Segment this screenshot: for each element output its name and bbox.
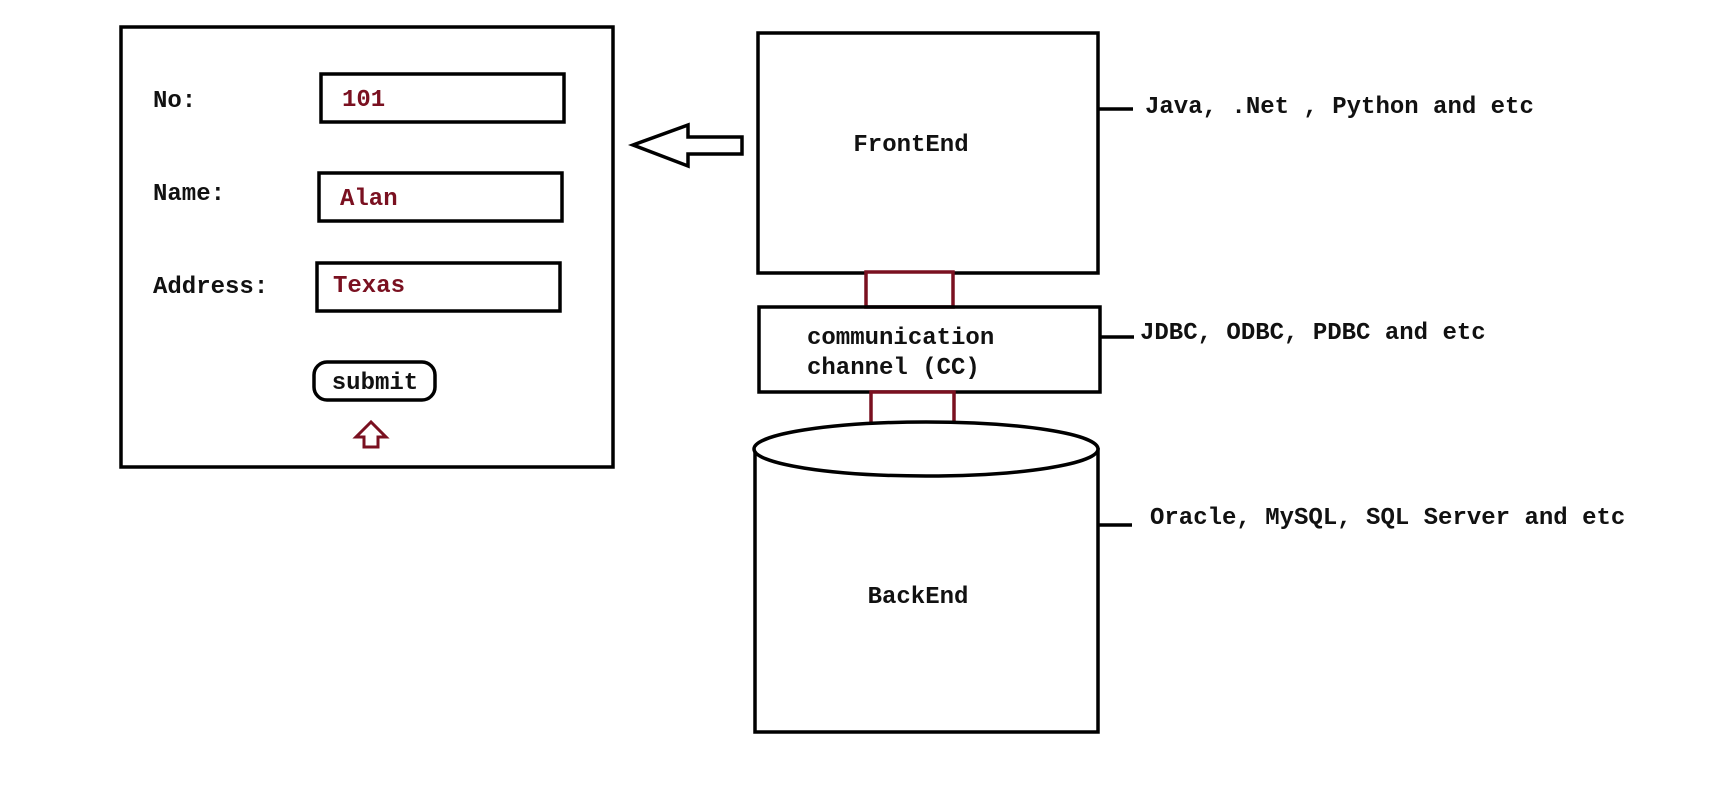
no-input-value: 101 [342, 87, 385, 114]
channel-technologies: JDBC, ODBC, PDBC and etc [1140, 320, 1486, 347]
backend-label: BackEnd [868, 584, 969, 611]
frontend-channel-connector [864, 270, 955, 309]
backend-cylinder-body [753, 448, 1100, 734]
pointer-arrow-up-icon [352, 419, 390, 449]
field-label-no: No: [153, 88, 196, 115]
no-input-box[interactable] [319, 72, 566, 124]
channel-label-line2: channel (CC) [807, 355, 980, 382]
form-panel [119, 25, 615, 469]
channel-label-line1: communication [807, 325, 994, 352]
name-input-box[interactable] [317, 171, 564, 223]
address-input-value: Texas [333, 273, 405, 300]
field-label-address: Address: [153, 274, 268, 301]
frontend-label: FrontEnd [853, 132, 968, 159]
frontend-technologies: Java, .Net , Python and etc [1145, 94, 1534, 121]
backend-technologies: Oracle, MySQL, SQL Server and etc [1150, 505, 1625, 532]
name-input-value: Alan [340, 186, 398, 213]
backend-cylinder-top [752, 420, 1100, 478]
submit-button[interactable] [312, 360, 437, 402]
submit-button-label: submit [332, 370, 418, 397]
arrow-left-icon [627, 122, 744, 169]
address-input-box[interactable] [315, 261, 562, 313]
field-label-name: Name: [153, 181, 225, 208]
